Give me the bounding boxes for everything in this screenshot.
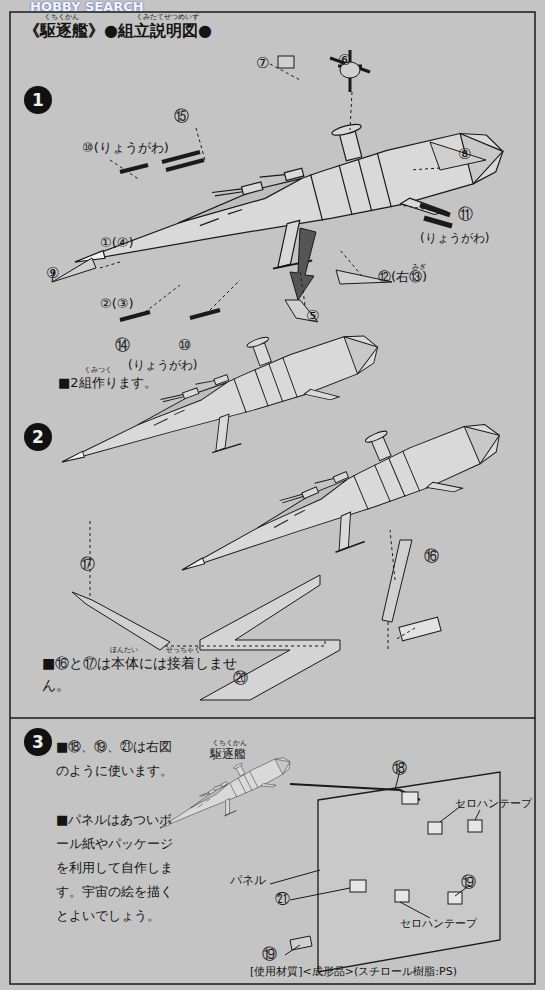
illustration-line [410, 168, 440, 170]
callout-number: ⑨ [46, 265, 59, 282]
leader-lines [90, 520, 415, 650]
callout-number: ②(③) [100, 297, 133, 312]
callout-number: ⑧ [458, 146, 471, 163]
callout-number: ⑤ [306, 308, 319, 325]
tape-piece [350, 880, 366, 892]
illustration-line [400, 902, 430, 918]
illustration-line [165, 640, 325, 646]
stand-arm [382, 540, 412, 622]
part-name: 駆逐艦 [210, 748, 246, 762]
part-name: セロハンテープ [455, 798, 532, 811]
part-name: パネル [230, 874, 266, 888]
tape-piece [468, 820, 482, 832]
callout-number: ㉑ [275, 891, 290, 908]
destroyer-hull [59, 89, 517, 318]
illustration-line [140, 285, 180, 316]
illustration-line [210, 280, 240, 310]
callout-number: ⑲ [262, 946, 277, 963]
illustration-line [475, 810, 480, 820]
step-number-text: 1 [32, 90, 44, 110]
destroyer-hull [162, 389, 517, 611]
sheet-title: 《駆逐艦》●組立説明図● [24, 22, 212, 40]
small-part [278, 56, 294, 68]
step-number-text: 2 [32, 427, 44, 447]
illustration-line [400, 205, 430, 210]
side-note: (りょうがわ) [420, 232, 489, 246]
callout-number: ⑰ [80, 556, 95, 573]
tape-piece [428, 822, 442, 834]
tape-piece [402, 792, 418, 804]
support-rod [290, 784, 420, 800]
illustration-line [350, 92, 352, 130]
clip-part [290, 936, 312, 950]
furigana: せっちゃく [166, 646, 201, 654]
illustration-line [300, 270, 305, 305]
callout-number: ⑭ [115, 337, 130, 354]
tail-cone-part [430, 142, 486, 170]
stand-base [200, 575, 340, 700]
illustration-line [390, 530, 395, 580]
part-name: セロハンテープ [400, 918, 477, 931]
name-plate [399, 617, 441, 641]
illustration-line [290, 888, 350, 900]
furigana: くちくかん [44, 13, 79, 21]
step-number: 1 [24, 86, 52, 114]
leader-lines [270, 770, 480, 955]
callout-number: ⑯ [424, 548, 439, 565]
callout-number: ⑳ [233, 670, 248, 687]
callout-number: ⑪ [458, 206, 473, 223]
tape-piece [395, 890, 409, 902]
turret-part [420, 205, 452, 226]
note-text: ■⑯と⑰は本体には接着しません。 [42, 652, 242, 696]
callout-number: ⑮ [174, 108, 189, 125]
note-text: ■⑱、⑲、㉑は右図のように使います。 [56, 735, 178, 783]
illustration-line [340, 250, 362, 276]
note-text: ■パネルはあついボール紙やパッケージを利用して自作します。宇宙の絵を描くとよいで… [56, 808, 178, 928]
destroyer-hull [150, 743, 298, 845]
callout-number: ⑲ [461, 874, 476, 891]
furigana: くみたてせつめいず [136, 13, 199, 21]
watermark: HOBBY SEARCH [30, 0, 144, 15]
sheet-frame [10, 12, 535, 984]
step-number: 3 [24, 728, 52, 756]
callout-number: ①(④) [100, 236, 133, 251]
illustration-line [270, 870, 320, 884]
callout-number: ⑫(右⑬) [378, 270, 427, 285]
furigana: くちくかん [212, 739, 247, 747]
furigana: くみつく [84, 366, 112, 374]
callout-number: ⑩ [178, 337, 191, 354]
destroyer-hull [45, 301, 392, 503]
section-divider [10, 717, 535, 719]
material-note: [使用材質]<成形品>(スチロール樹脂:PS) [250, 966, 457, 979]
illustration-line [100, 262, 120, 268]
callout-number: ⑥ [338, 52, 351, 69]
leader-lines [100, 64, 440, 316]
step-number-text: 3 [32, 732, 44, 752]
antenna-part [330, 50, 370, 92]
callout-number: ⑱ [392, 760, 407, 777]
side-note: (りょうがわ) [128, 359, 197, 373]
turret-part [120, 310, 220, 320]
note-text: ■2組作ります。 [58, 376, 157, 391]
callout-number: ⑩(りょうがわ) [82, 141, 169, 156]
tape-piece [448, 892, 462, 904]
illustration-line [196, 128, 205, 160]
insert-arrow [290, 228, 316, 300]
illustration-line [395, 628, 415, 640]
furigana: ほんたい [110, 646, 138, 654]
illustration-line [110, 160, 140, 180]
stand-arm [72, 592, 170, 650]
illustration-line [270, 64, 300, 80]
step-number: 2 [24, 423, 52, 451]
illustration-line [285, 945, 300, 955]
illustration-line [388, 622, 389, 650]
callout-number: ⑦ [256, 55, 269, 72]
